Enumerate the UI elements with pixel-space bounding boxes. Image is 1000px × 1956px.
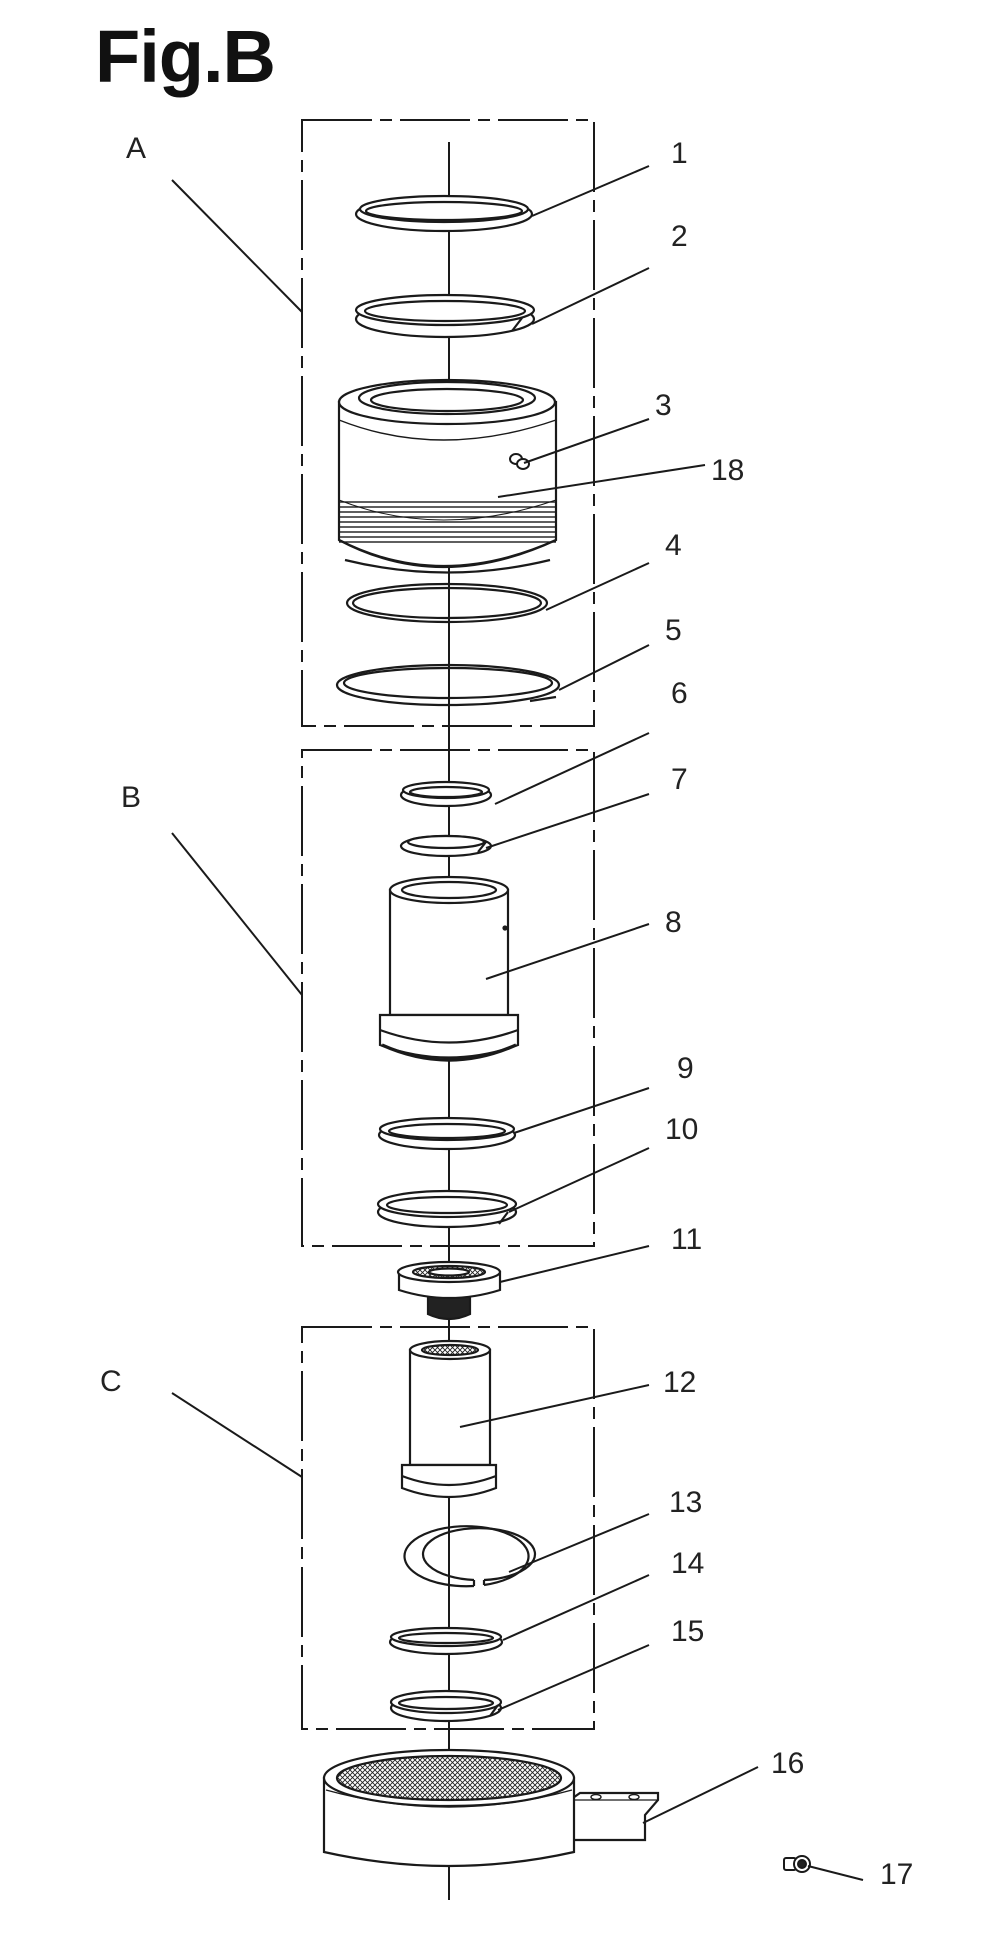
group-leader-b xyxy=(171,832,303,996)
part-8-sleeve xyxy=(378,875,520,1062)
leader-12 xyxy=(459,1384,650,1428)
part-label-15: 15 xyxy=(671,1615,704,1648)
part-label-1: 1 xyxy=(671,137,688,170)
part-7-split-ring xyxy=(399,834,493,858)
part-label-10: 10 xyxy=(665,1113,698,1146)
part-label-12: 12 xyxy=(663,1366,696,1399)
part-label-5: 5 xyxy=(665,614,682,647)
figure-title: Fig.B xyxy=(95,15,276,98)
leader-7 xyxy=(485,793,650,849)
part-17-screw xyxy=(783,1855,811,1873)
leader-17 xyxy=(807,1865,864,1881)
group-leader-c xyxy=(171,1392,303,1478)
leader-14 xyxy=(502,1574,650,1641)
group-label-c: C xyxy=(100,1365,122,1398)
leader-8 xyxy=(485,923,650,980)
leader-11 xyxy=(499,1245,650,1283)
part-5-flat-ring xyxy=(335,663,561,707)
part-label-7: 7 xyxy=(671,763,688,796)
part-9-ring xyxy=(377,1116,517,1151)
group-label-b: B xyxy=(121,781,141,814)
leader-9 xyxy=(513,1087,650,1134)
part-13-snap-ring xyxy=(403,1525,537,1588)
part-label-13: 13 xyxy=(669,1486,702,1519)
part-16-base xyxy=(322,1748,660,1868)
part-label-8: 8 xyxy=(665,906,682,939)
part-label-11: 11 xyxy=(671,1223,702,1256)
part-6-ring xyxy=(399,780,493,808)
part-label-3: 3 xyxy=(655,389,672,422)
leader-15 xyxy=(497,1644,650,1711)
part-label-17: 17 xyxy=(880,1858,913,1891)
leader-5 xyxy=(558,644,650,691)
leader-4 xyxy=(545,562,650,611)
part-15-split-ring xyxy=(389,1689,503,1723)
leader-10 xyxy=(508,1147,650,1213)
leader-18 xyxy=(497,464,706,498)
group-leader-a xyxy=(171,179,303,313)
part-3-screw xyxy=(509,453,530,470)
leader-13 xyxy=(508,1513,650,1573)
part-label-4: 4 xyxy=(665,529,682,562)
part-12-tube xyxy=(400,1339,498,1499)
part-label-2: 2 xyxy=(671,220,688,253)
part-18-threaded-body xyxy=(337,378,558,574)
part-2-split-ring xyxy=(354,293,536,339)
part-label-16: 16 xyxy=(771,1747,804,1780)
leader-16 xyxy=(642,1766,759,1824)
part-4-o-ring xyxy=(345,582,549,624)
leader-1 xyxy=(531,165,650,217)
part-11-cap xyxy=(396,1260,502,1321)
leader-3 xyxy=(523,418,650,464)
part-10-split-ring xyxy=(376,1189,518,1229)
part-label-6: 6 xyxy=(671,677,688,710)
part-label-18: 18 xyxy=(711,454,744,487)
part-1-ring xyxy=(354,194,534,233)
part-14-ring xyxy=(388,1626,504,1656)
part-label-14: 14 xyxy=(671,1547,704,1580)
group-label-a: A xyxy=(126,132,146,165)
leader-2 xyxy=(531,267,650,325)
part-label-9: 9 xyxy=(677,1052,694,1085)
leader-6 xyxy=(494,732,650,805)
